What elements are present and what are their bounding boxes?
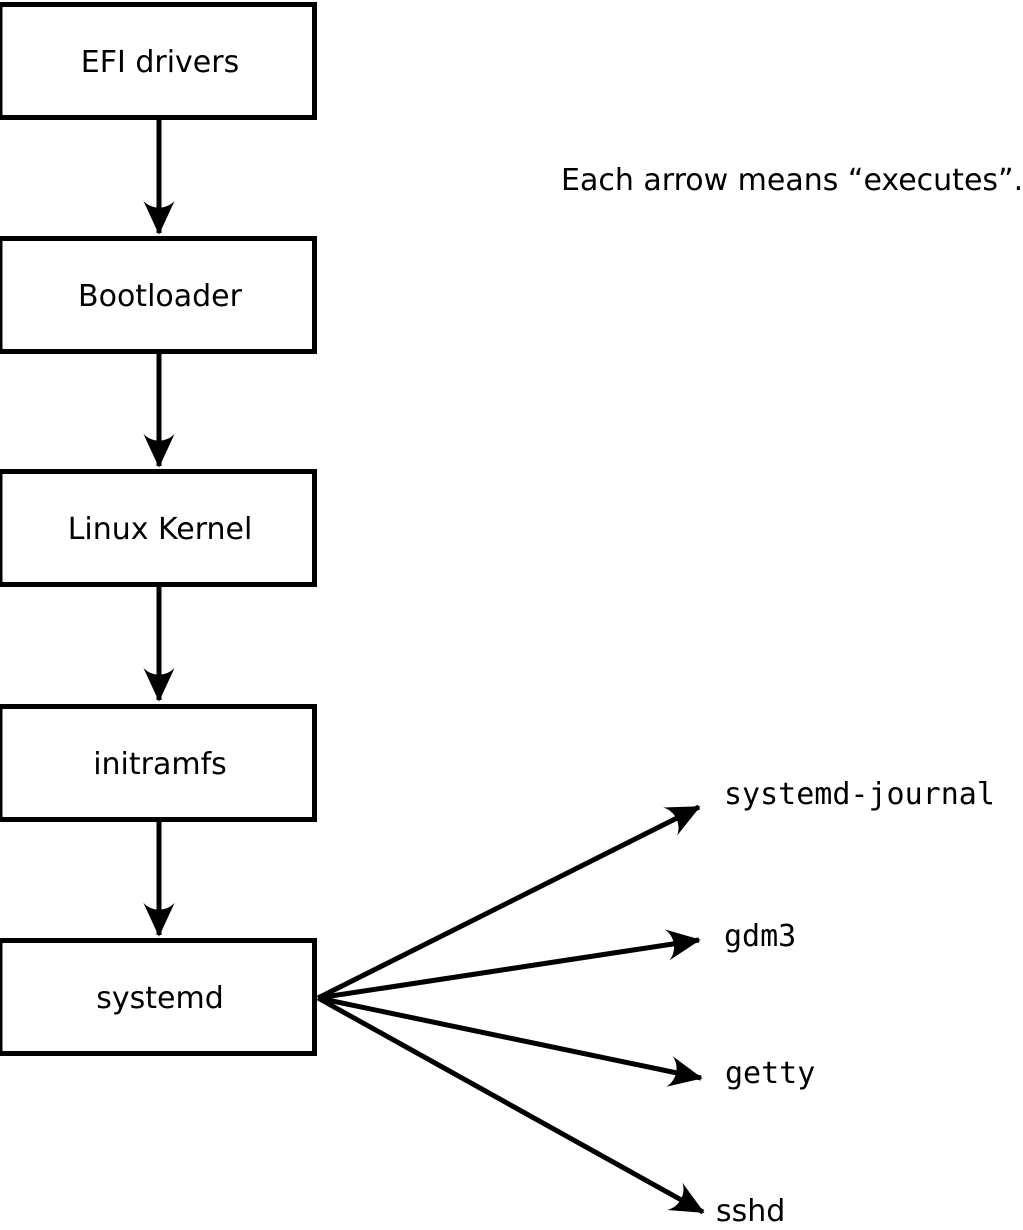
box-linux-kernel-label: Linux Kernel xyxy=(68,512,253,547)
box-systemd xyxy=(0,938,317,1056)
arrow-systemd-to-journal xyxy=(316,804,701,1001)
arrow-systemd-to-sshd xyxy=(316,995,705,1215)
service-label-gdm3: gdm3 xyxy=(724,919,796,954)
arrow-systemd-to-getty xyxy=(317,995,703,1087)
executes-arrows-fanout xyxy=(316,804,705,1215)
spawned-services: systemd-journal gdm3 getty sshd xyxy=(716,777,995,1229)
box-systemd-label: systemd xyxy=(96,981,224,1016)
box-bootloader-label: Bootloader xyxy=(78,279,243,314)
box-linux-kernel xyxy=(0,469,317,587)
service-label-sshd: sshd xyxy=(716,1194,785,1229)
boot-chain: EFI drivers Bootloader Linux Kernel init… xyxy=(0,2,317,1056)
box-initramfs xyxy=(0,704,317,822)
box-initramfs-label: initramfs xyxy=(93,747,227,782)
box-efi-drivers-label: EFI drivers xyxy=(81,45,239,80)
box-efi-drivers xyxy=(0,2,317,120)
service-label-getty: getty xyxy=(725,1056,815,1091)
box-bootloader xyxy=(0,236,317,354)
arrow-systemd-to-gdm3 xyxy=(317,929,701,1001)
service-label-systemd-journal: systemd-journal xyxy=(724,777,995,812)
note-arrow-meaning: Each arrow means “executes”. xyxy=(561,163,1023,198)
